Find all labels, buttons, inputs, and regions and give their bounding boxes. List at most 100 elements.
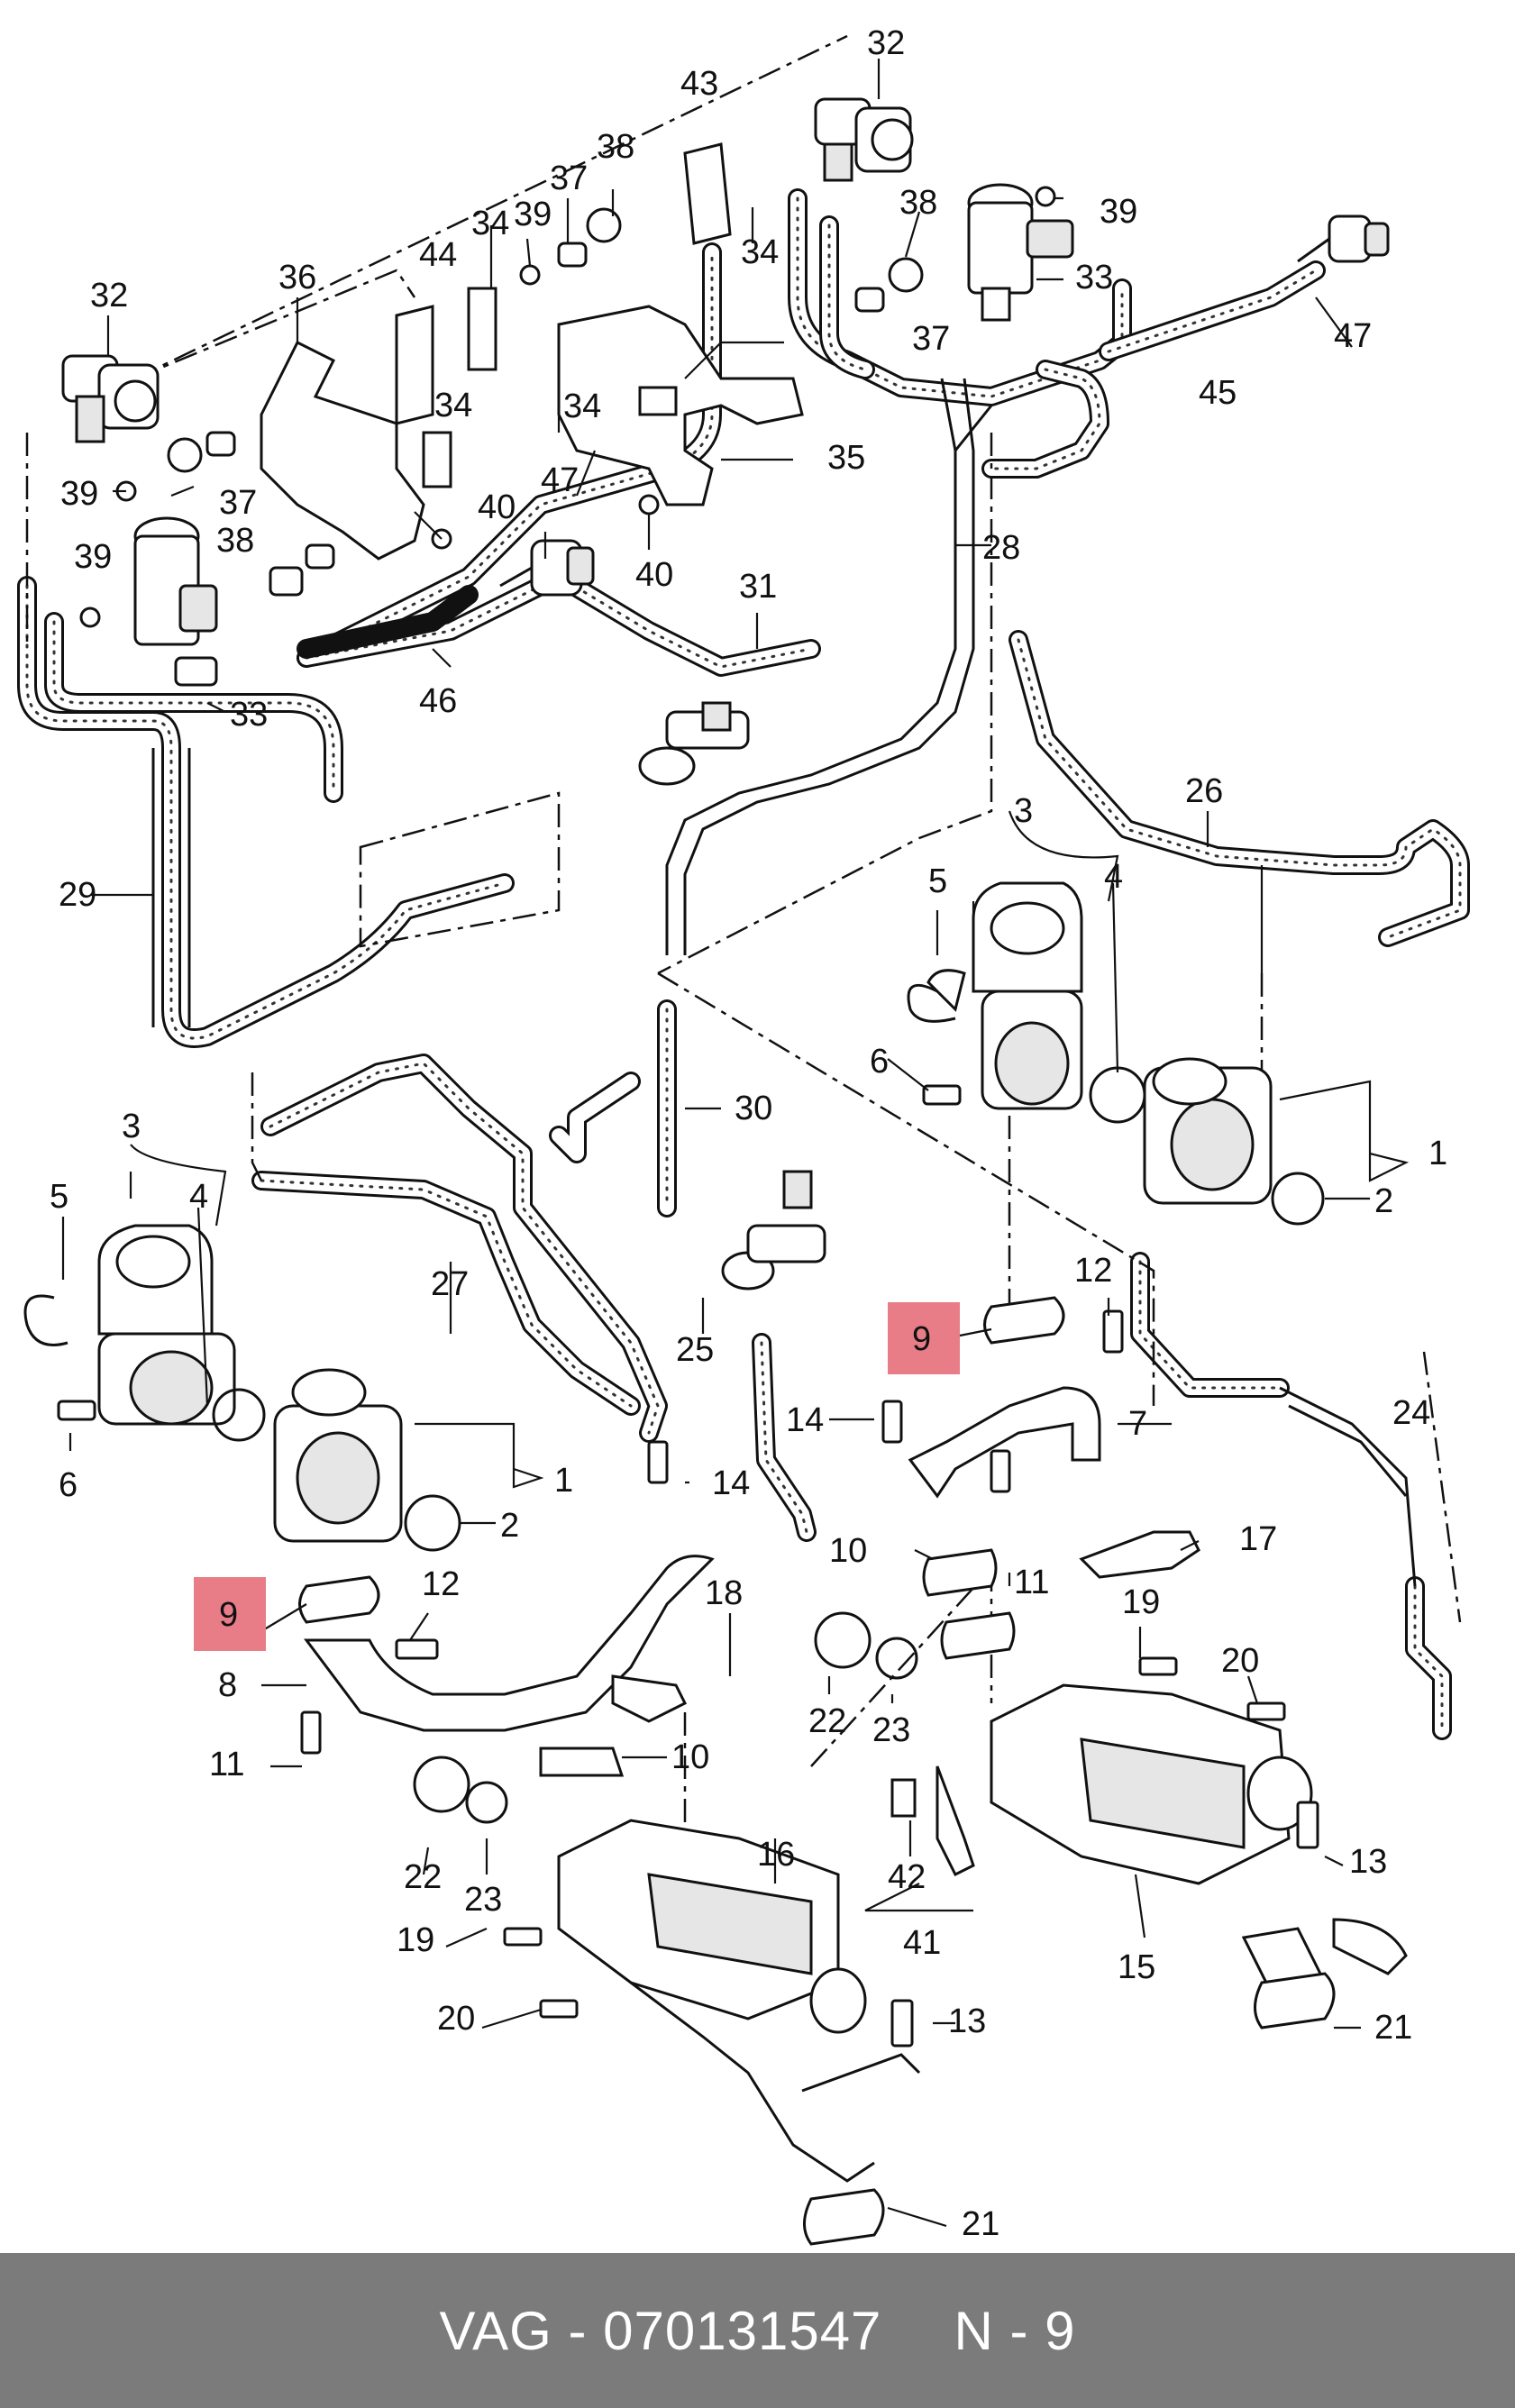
footer-bar: VAG - 070131547 N - 9	[0, 2253, 1515, 2408]
callout-32: 32	[867, 24, 905, 62]
callout-35: 35	[827, 439, 865, 477]
callout-13: 13	[1349, 1843, 1387, 1881]
clip-5-right	[907, 983, 956, 1023]
callout-18: 18	[705, 1574, 743, 1612]
callout-23: 23	[872, 1711, 910, 1749]
connector-47-right	[1297, 214, 1390, 263]
components	[23, 97, 1408, 2246]
oring-4-left	[212, 1388, 266, 1442]
parts-diagram: 32 32 33 33 34 34 34 34 35 36 37 37 37 3…	[17, 24, 1470, 2246]
bolt-6-left	[57, 1400, 96, 1421]
callout-39: 39	[74, 538, 112, 576]
callout-29: 29	[59, 876, 96, 914]
nut-39-a	[519, 264, 541, 286]
bolt-11-left	[300, 1710, 322, 1755]
callout-34: 34	[471, 205, 509, 242]
callout-38: 38	[216, 522, 254, 560]
callout-33: 33	[1075, 259, 1113, 296]
bolt-14-right	[881, 1400, 903, 1444]
callout-13: 13	[948, 2002, 986, 2040]
bracket-43	[683, 142, 732, 245]
callout-24: 24	[1392, 1394, 1430, 1432]
egr-flange-right	[1143, 1057, 1273, 1205]
callout-6: 6	[59, 1466, 78, 1504]
bolt-6-right	[922, 1084, 962, 1106]
callout-39: 39	[1100, 193, 1137, 231]
part-code: VAG - 070131547	[439, 2300, 882, 2361]
bolt-13-right	[1296, 1801, 1319, 1849]
damper-37-c	[205, 431, 236, 457]
callout-3: 3	[1014, 792, 1033, 830]
callout-15: 15	[1118, 1948, 1155, 1986]
callout-5: 5	[928, 862, 947, 900]
clip-34-c	[638, 386, 678, 416]
diagram-position: N - 9	[954, 2300, 1076, 2361]
nut-39-b	[1035, 186, 1056, 207]
callout-39: 39	[514, 196, 552, 233]
clamp-22-left	[413, 1756, 470, 1813]
callout-40: 40	[635, 556, 673, 594]
callout-14: 14	[786, 1401, 824, 1439]
callout-34: 34	[563, 388, 601, 425]
callout-10: 10	[671, 1738, 709, 1776]
footer-text: VAG - 070131547 N - 9	[0, 2253, 1515, 2408]
gasket-21-left	[803, 2188, 885, 2246]
callout-46: 46	[419, 682, 457, 720]
callout-23: 23	[464, 1881, 502, 1919]
callout-4: 4	[189, 1178, 208, 1216]
bracket-36	[260, 340, 425, 561]
nut-40-b	[638, 494, 660, 515]
callout-22: 22	[808, 1702, 846, 1740]
bracket-35	[557, 305, 804, 506]
callout-12: 12	[422, 1565, 460, 1603]
valve-31	[638, 701, 750, 786]
clip-34-b	[422, 431, 452, 488]
bolt-12-right	[1102, 1309, 1124, 1354]
callout-5: 5	[50, 1178, 68, 1216]
bolt-19-right	[1138, 1656, 1178, 1676]
oring-2-right	[1271, 1172, 1325, 1226]
pipe-8-left	[304, 1555, 715, 1732]
damper-37-d	[305, 543, 335, 570]
callout-33: 33	[230, 696, 268, 734]
callout-37: 37	[550, 160, 588, 197]
callout-22: 22	[404, 1858, 442, 1896]
bolt-19-left	[503, 1927, 543, 1947]
callout-27: 27	[431, 1265, 469, 1303]
highlight-9-right	[888, 1302, 960, 1374]
callout-34: 34	[741, 233, 779, 271]
callout-16: 16	[757, 1836, 795, 1874]
bolt-12-left	[395, 1638, 439, 1660]
callout-labels: 32 32 33 33 34 34 34 34 35 36 37 37 37 3…	[50, 24, 1447, 2243]
pipe-7-right	[908, 1386, 1101, 1499]
bracket-10-left	[539, 1747, 625, 1777]
gasket-9-right	[983, 1296, 1065, 1345]
callout-2: 2	[1374, 1182, 1393, 1220]
callout-40: 40	[478, 488, 516, 526]
callout-11: 11	[209, 1746, 244, 1783]
egr-cooler-15	[990, 1683, 1408, 2012]
callout-47: 47	[541, 461, 579, 499]
solenoid-valve-32-top	[814, 97, 914, 182]
callout-9-highlighted: 9	[912, 1320, 931, 1358]
valve-30	[721, 1170, 826, 1291]
callout-2: 2	[500, 1507, 519, 1545]
vacuum-unit-33-left	[133, 516, 218, 687]
callout-37: 37	[912, 320, 950, 358]
bolt-13-left	[890, 1999, 914, 2048]
callout-1: 1	[554, 1462, 573, 1500]
callout-43: 43	[680, 65, 718, 103]
callout-19: 19	[397, 1921, 434, 1959]
gasket-10-right	[922, 1548, 998, 1597]
callout-21: 21	[1374, 2009, 1412, 2047]
bolt-11-right	[990, 1449, 1011, 1493]
callout-12: 12	[1074, 1252, 1112, 1290]
bolt-20-right	[1246, 1701, 1286, 1721]
nut-39-d	[79, 607, 101, 628]
callout-31: 31	[739, 568, 777, 606]
callout-11: 11	[1014, 1564, 1049, 1601]
nut-38-b	[888, 257, 924, 293]
egr-valve-right	[926, 881, 1083, 1110]
clip-5-left	[23, 1294, 68, 1346]
oring-2-left	[404, 1494, 461, 1552]
